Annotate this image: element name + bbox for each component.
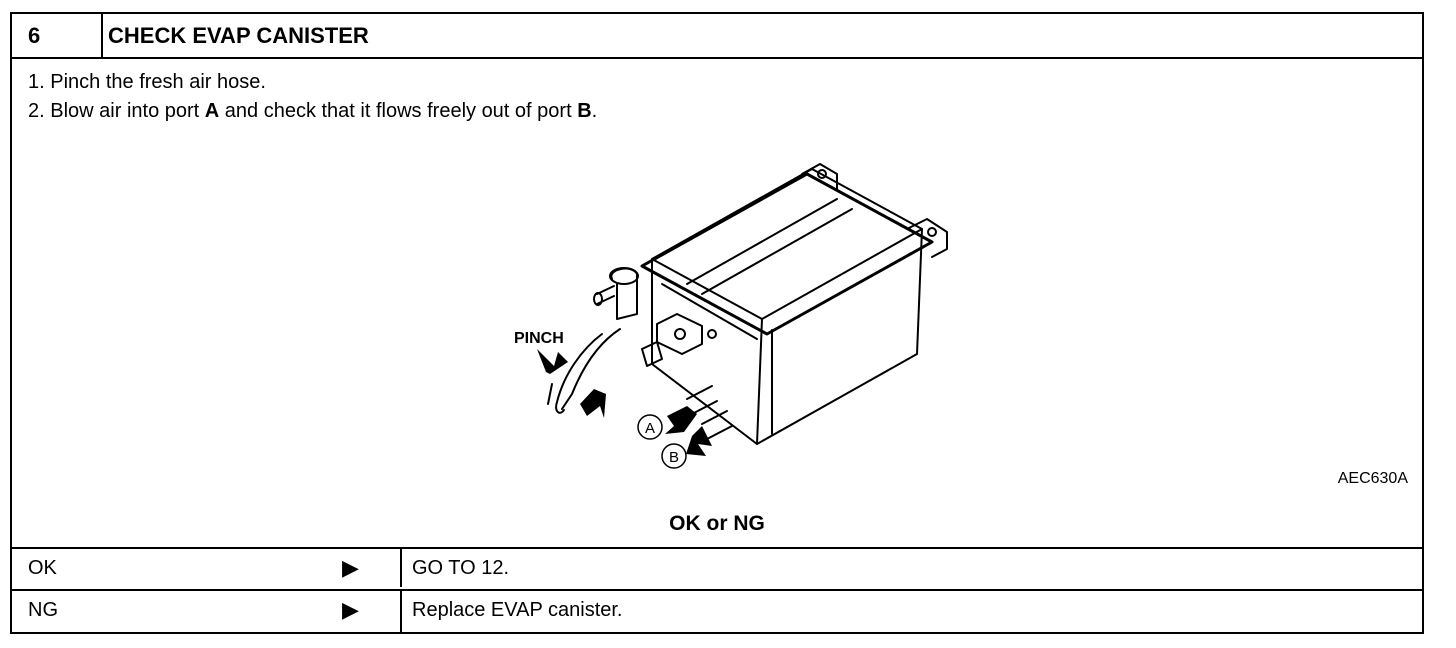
step-2-number: 2. [28,100,45,122]
figure-code: AEC630A [1337,470,1408,487]
pinch-label: PINCH [514,330,564,347]
instruction-step-2: 2. Blow air into port A and check that i… [28,97,597,126]
step-title: CHECK EVAP CANISTER [108,23,369,48]
column-divider [400,591,402,634]
evap-canister-illustration: PINCH A B [514,163,948,469]
result-condition: NG [28,599,58,621]
step-number: 6 [12,14,103,57]
column-divider [400,549,402,587]
result-condition: OK [28,557,57,579]
result-row-ok: OK ▶ GO TO 12. [12,547,1422,587]
step-2-port-a: A [204,100,220,122]
result-heading: OK or NG [669,512,765,535]
step-2-port-b: B [577,100,592,122]
instruction-list: 1. Pinch the fresh air hose. 2. Blow air… [28,68,597,126]
step-header: 6 CHECK EVAP CANISTER [12,14,1422,59]
procedure-table: 6 CHECK EVAP CANISTER 1. Pinch the fresh… [10,12,1424,634]
result-action: GO TO 12. [412,557,510,579]
result-row-ng: NG ▶ Replace EVAP canister. [12,589,1422,634]
port-a-label: A [645,420,655,437]
arrow-right-icon: ▶ [342,597,359,622]
instruction-step-1: 1. Pinch the fresh air hose. [28,68,597,97]
port-b-label: B [669,449,679,466]
step-2-text-end: . [591,100,598,122]
step-2-text-pre: Blow air into port [50,100,205,122]
step-1-number: 1. [28,71,45,93]
arrow-right-icon: ▶ [342,555,359,580]
result-action: Replace EVAP canister. [412,599,623,621]
step-2-text-mid: and check that it flows freely out of po… [219,100,578,122]
step-1-text: Pinch the fresh air hose. [50,71,266,93]
